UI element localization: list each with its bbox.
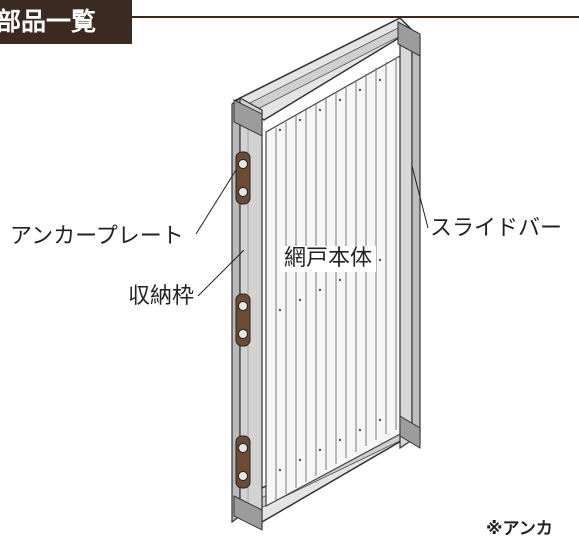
label-slide-bar: スライドバー <box>430 216 563 241</box>
slide-bar-side <box>411 31 421 445</box>
pleat-lines <box>275 58 397 500</box>
title-rule <box>132 16 579 18</box>
leader-slide-bar <box>411 165 429 229</box>
footnote: ※アンカ <box>486 519 553 539</box>
mesh-panel <box>265 54 405 508</box>
bottom-left-cap <box>233 495 263 531</box>
slide-bar-front <box>399 30 413 450</box>
bottom-right-cap <box>399 415 421 449</box>
label-screen-body: 網戸本体 <box>280 246 377 272</box>
top-left-cap <box>233 99 263 137</box>
anchor-plate-middle <box>235 293 251 347</box>
anchor-plate-top <box>235 151 251 205</box>
label-anchor-plate: アンカープレート <box>10 224 184 249</box>
label-storage-frame: 収納枠 <box>128 284 195 309</box>
section-title: 部品一覧 <box>0 0 132 44</box>
anchor-plate-bottom <box>235 435 251 489</box>
leader-anchor-plate <box>195 169 237 235</box>
top-right-cap <box>397 21 421 57</box>
leader-storage-frame <box>197 249 245 297</box>
